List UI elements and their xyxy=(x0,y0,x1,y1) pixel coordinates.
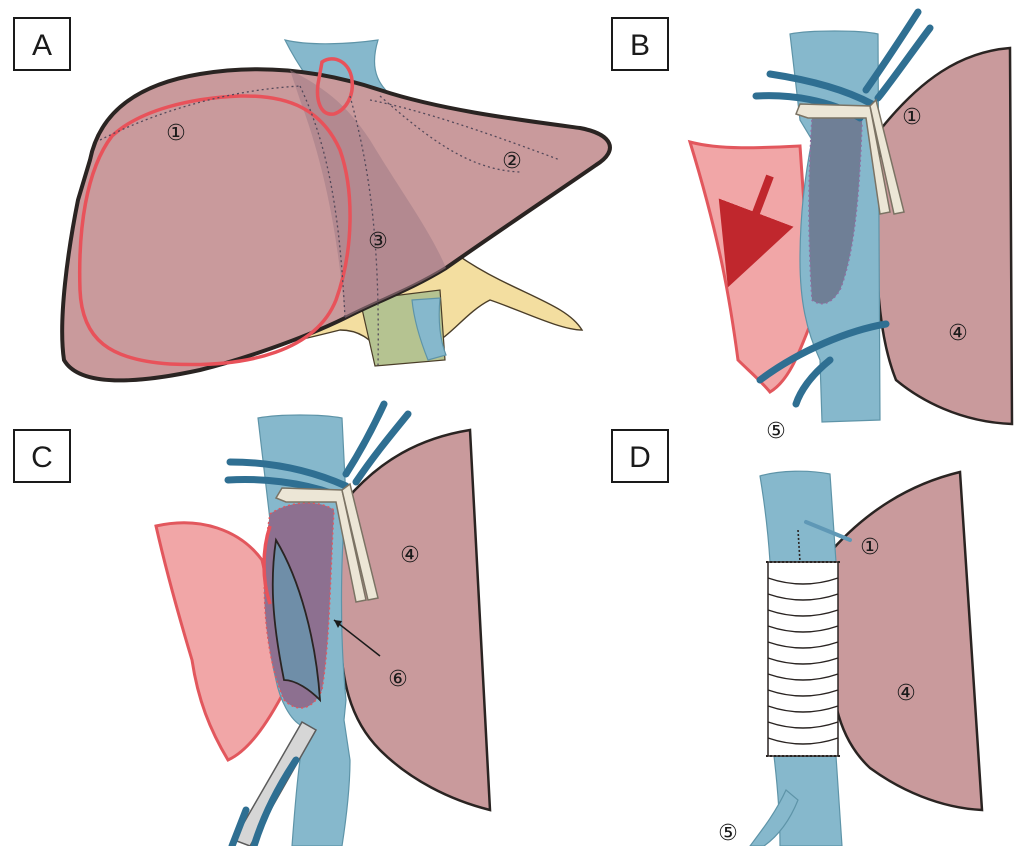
panel-c-liver-lobe xyxy=(340,430,490,810)
panel-b-label: B xyxy=(612,18,668,70)
panel-d-label: D xyxy=(612,430,668,482)
panel-a-label-text: A xyxy=(32,29,52,62)
panel-d-label-text: D xyxy=(629,441,651,474)
panel-c-label-text: C xyxy=(31,441,53,474)
panel-d-marker-4: ④ xyxy=(896,681,916,706)
panel-b-marker-5: ⑤ xyxy=(766,419,786,444)
panel-a: A ① ② ③ xyxy=(14,18,610,380)
panel-d-marker-1: ① xyxy=(860,535,880,560)
panel-b-label-text: B xyxy=(630,29,650,62)
panel-c-marker-6: ⑥ xyxy=(388,667,408,692)
panel-a-marker-1: ① xyxy=(166,121,186,146)
panel-b-liver-lobe xyxy=(877,48,1012,424)
panel-d-liver-lobe xyxy=(830,472,982,810)
panel-b-marker-1: ① xyxy=(902,105,922,130)
panel-a-marker-2: ② xyxy=(502,149,522,174)
prosthetic-graft xyxy=(766,530,840,756)
panel-a-marker-3: ③ xyxy=(368,229,388,254)
panel-c-label: C xyxy=(14,430,70,482)
panel-d-marker-5: ⑤ xyxy=(718,821,738,846)
panel-b-marker-4: ④ xyxy=(948,321,968,346)
panel-c-marker-4: ④ xyxy=(400,543,420,568)
panel-c: C ④ ⑥ xyxy=(14,404,490,846)
panel-d-vena-cava-upper xyxy=(760,471,836,562)
panel-d: D xyxy=(612,430,982,846)
panel-a-label: A xyxy=(14,18,70,70)
panel-b: B ① ④ ⑤ xyxy=(612,12,1012,444)
